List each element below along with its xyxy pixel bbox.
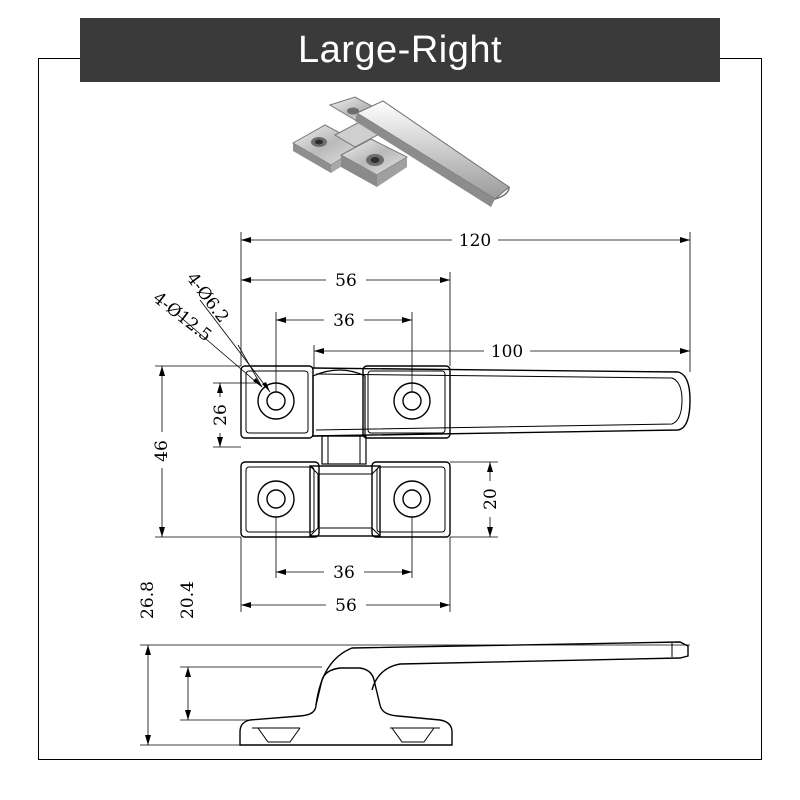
- title-banner: Large-Right: [80, 18, 720, 82]
- dim-base-width-bottom: 56: [335, 596, 357, 616]
- latch-handle-photo: [291, 96, 510, 207]
- dim-overall-length: 120: [459, 231, 491, 251]
- dim-side-height-total: 26.8: [138, 581, 158, 619]
- dim-plate-height: 26: [211, 404, 231, 426]
- dim-side-height-partial: 20.4: [178, 581, 198, 619]
- dim-base-height: 46: [152, 440, 172, 462]
- dim-lower-plate-height: 20: [481, 488, 501, 510]
- dim-hole-spacing-bottom: 36: [333, 563, 355, 583]
- page-title: Large-Right: [297, 28, 503, 71]
- dim-handle-length: 100: [491, 342, 523, 362]
- dim-hole-spacing-top: 36: [333, 311, 355, 331]
- dim-base-width-top: 56: [335, 271, 357, 291]
